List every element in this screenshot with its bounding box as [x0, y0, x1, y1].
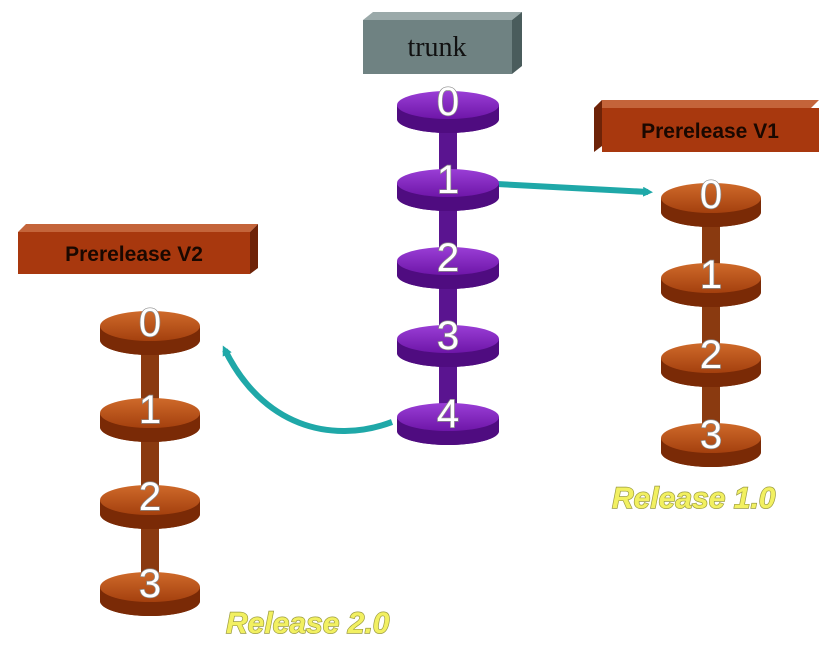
trunk-revision-number: 0	[437, 80, 459, 124]
v2-revision-number: 3	[139, 562, 161, 606]
prerelease-v2-label: Prerelease V2	[65, 243, 203, 266]
v1-revision-number: 1	[700, 253, 722, 297]
v2-stack-post	[141, 326, 159, 587]
v2-revision-3: 3	[100, 561, 200, 616]
trunk-revision-stack: 0 1 2 3 4	[397, 79, 499, 445]
v2-revision-1: 1	[100, 387, 200, 442]
prerelease-v1-label-box: Prerelease V1	[594, 100, 819, 152]
prerelease-v1-revision-stack: 0 1 2 3	[661, 172, 761, 467]
release-1-0-label: Release 1.0	[612, 482, 776, 515]
trunk-revision-number: 2	[437, 236, 459, 280]
trunk-revision-1: 1	[397, 157, 499, 211]
v2-revision-number: 0	[139, 301, 161, 345]
v2-revision-2: 2	[100, 474, 200, 529]
v2-revision-0: 0	[100, 300, 200, 355]
v2-revision-number: 2	[139, 475, 161, 519]
trunk-revision-number: 1	[437, 158, 459, 202]
prerelease-v2-label-box: Prerelease V2	[18, 224, 258, 274]
v1-revision-number: 2	[700, 333, 722, 377]
trunk-revision-4: 4	[397, 391, 499, 445]
v1-revision-2: 2	[661, 332, 761, 387]
trunk-label: trunk	[407, 32, 466, 63]
branch-arrow-v2	[222, 345, 394, 434]
trunk-revision-3: 3	[397, 313, 499, 367]
v1-revision-1: 1	[661, 252, 761, 307]
branch-arrow-v1	[496, 181, 653, 197]
v1-stack-post	[702, 198, 720, 438]
prerelease-v1-label: Prerelease V1	[641, 120, 779, 143]
trunk-revision-number: 3	[437, 314, 459, 358]
v1-revision-3: 3	[661, 412, 761, 467]
trunk-revision-number: 4	[437, 392, 459, 436]
trunk-revision-0: 0	[397, 79, 499, 133]
release-2-0-label: Release 2.0	[226, 607, 390, 640]
prerelease-v2-revision-stack: 0 1 2 3	[100, 300, 200, 616]
v1-revision-number: 3	[700, 413, 722, 457]
v2-revision-number: 1	[139, 388, 161, 432]
v1-revision-number: 0	[700, 173, 722, 217]
trunk-label-box: trunk	[363, 12, 522, 74]
v1-revision-0: 0	[661, 172, 761, 227]
trunk-revision-2: 2	[397, 235, 499, 289]
